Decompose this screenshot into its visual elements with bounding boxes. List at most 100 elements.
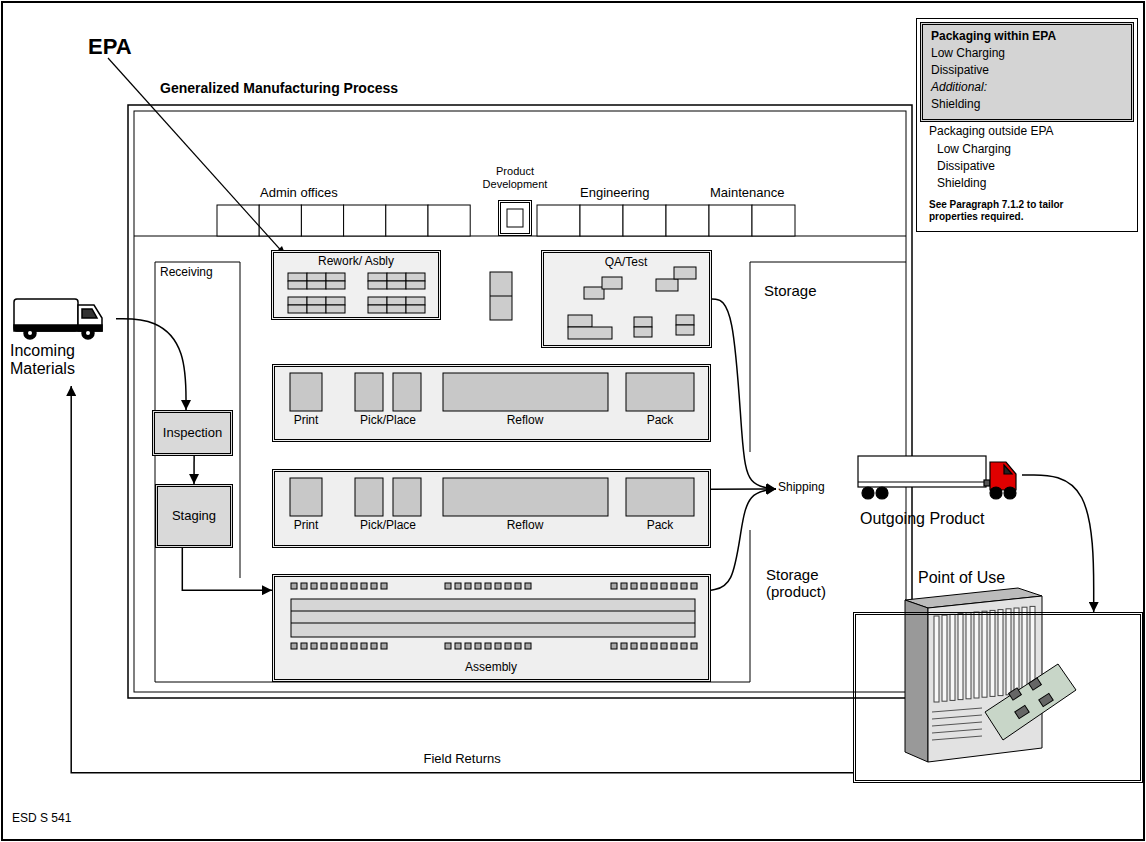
office-box: Product Development [498,200,532,236]
node-label: Outgoing Product [860,510,985,528]
flow-arrow [116,319,186,410]
truck-wheel [990,487,1002,499]
machine [393,373,421,411]
node-text: Pack [647,414,674,428]
process-box: Staging [155,484,233,548]
workstation [691,643,697,649]
workstation [455,583,461,589]
truck-icon [858,456,1016,499]
workstation [371,643,377,649]
shipping-point: Shipping [776,478,852,500]
rack-vent [932,722,982,726]
workstation [611,643,617,649]
workbench [368,297,387,305]
workstation [331,643,337,649]
node-text: Low Charging [937,143,1011,157]
node-text: Reflow [507,414,544,428]
node-label: Rework/ Asbly [318,255,394,269]
node-text: Low Charging [931,47,1005,61]
source-icon: Incoming Materials [4,290,116,386]
workstation [515,643,521,649]
workbench [288,281,307,289]
building-inner-wall [134,111,906,692]
legend-box: Packaging outside EPALow ChargingDissipa… [916,18,1138,232]
area-box: Rework/ Asbly [271,250,441,320]
diagram-title: Generalized Manufacturing Process [160,80,398,96]
workstation [301,583,307,589]
conveyor-rail [291,623,695,624]
flow-arrow [71,386,853,773]
office-room [301,205,343,236]
rack-card [942,615,947,701]
node-text: Pick/Place [360,414,416,428]
workstation [351,643,357,649]
office-room [752,205,795,236]
rack-card [1014,608,1019,694]
rack-side [905,600,928,762]
workstation [291,643,297,649]
area-label: Maintenance [710,186,784,201]
workstation [631,583,637,589]
node-text: Shielding [931,98,980,112]
circuit-card [985,664,1076,740]
office-room [666,205,709,236]
rack-card [950,614,955,700]
workstation [321,583,327,589]
rack-card [1022,607,1027,693]
rack-front [928,596,1042,762]
test-station [634,317,652,327]
node-label: QA/Test [605,256,648,270]
workbench [368,281,387,289]
area-label: ESD S 541 [12,812,71,826]
workstation [301,643,307,649]
assembly-line: Assembly [272,574,711,682]
workbench [387,305,406,313]
workstation [455,643,461,649]
node-text: Pack [647,519,674,533]
area-label: Receiving [160,266,213,280]
van-window [82,309,97,318]
test-station [676,315,694,325]
workbench [307,297,326,305]
workstation [485,583,491,589]
rack-card [958,614,963,700]
machine [393,478,421,516]
office-room [580,205,623,236]
edge-label: Field Returns [420,751,503,766]
node-label: Point of Use [918,569,1005,587]
workbench [406,305,425,313]
rack-vent [932,715,982,719]
flow-arrow [1022,475,1094,612]
workstation [445,583,451,589]
workstation [495,583,501,589]
node-text: Additional: [931,81,987,95]
workstation [331,583,337,589]
van-hub [28,331,32,335]
office-inner [507,209,523,227]
card-chip [1039,693,1053,706]
workstation [465,583,471,589]
truck-hitch [984,480,990,486]
workstation [681,643,687,649]
truck-icon: Outgoing Product [852,448,1022,532]
rack-card [1006,609,1011,695]
node-label: Incoming Materials [10,342,110,379]
node-label: Shipping [778,481,825,495]
office-room [344,205,386,236]
workstation [631,643,637,649]
storage-wall [750,262,906,452]
workstation [651,583,657,589]
area-label: Storage (product) [766,566,840,601]
workstation [351,583,357,589]
workbench [326,281,345,289]
node-label: Print [294,414,319,428]
workstation [621,643,627,649]
workstation [321,643,327,649]
workbench [387,273,406,281]
card-chip [1015,705,1029,718]
node-label: Staging [172,509,216,524]
cabinet [490,272,512,320]
node-text: See Paragraph 7.1.2 to tailor properties… [929,199,1079,222]
office-room [623,205,666,236]
workstation [515,583,521,589]
